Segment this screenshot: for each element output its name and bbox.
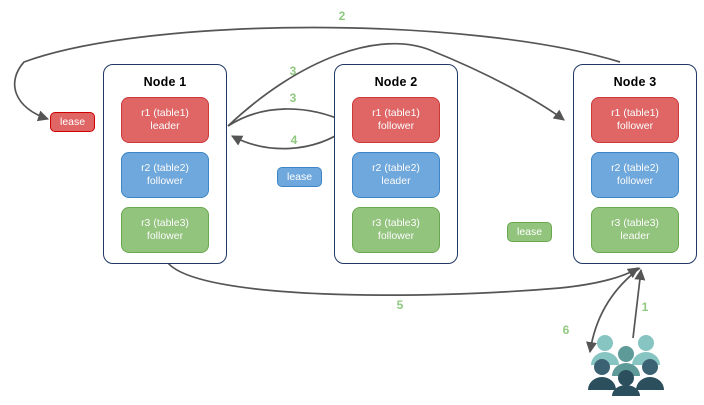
replica-role: follower	[146, 230, 184, 242]
replica-name: r3 (table3)	[611, 217, 659, 229]
edge-label-1: 1	[641, 300, 649, 314]
edge-3-node1-to-node2	[227, 108, 348, 127]
node-1-replica-r3[interactable]: r3 (table3) follower	[121, 207, 209, 253]
node-3-replica-r1[interactable]: r1 (table1) follower	[591, 97, 679, 143]
lease-label: lease	[287, 171, 313, 183]
edge-1-client-to-node3	[632, 268, 646, 339]
node-1-title: Node 1	[143, 75, 187, 89]
lease-label: lease	[517, 226, 543, 238]
user-figure-front-left	[588, 359, 616, 390]
replica-role: leader	[620, 230, 650, 242]
users-icon	[588, 335, 664, 396]
replica-name: r3 (table3)	[141, 217, 189, 229]
edge-label-3-node3: 3	[289, 64, 297, 78]
lease-badge-range2[interactable]: lease	[277, 167, 323, 187]
replica-role: follower	[616, 120, 654, 132]
edge-label-5: 5	[396, 298, 404, 312]
edge-5-node1-to-node3	[167, 262, 639, 296]
user-figure-front-right	[636, 359, 664, 390]
node-3-replica-r2[interactable]: r2 (table2) follower	[591, 152, 679, 198]
lease-badge-range3[interactable]: lease	[507, 222, 553, 242]
node-2-replica-r2[interactable]: r2 (table2) leader	[352, 152, 440, 198]
user-figure-back-center	[612, 346, 640, 376]
user-figure-front-center	[612, 370, 640, 396]
replica-role: leader	[150, 120, 180, 132]
replica-name: r2 (table2)	[611, 162, 659, 174]
replica-role: follower	[377, 120, 415, 132]
replica-name: r2 (table2)	[372, 162, 420, 174]
replica-name: r2 (table2)	[141, 162, 189, 174]
replica-name: r3 (table3)	[372, 217, 420, 229]
replica-name: r1 (table1)	[372, 107, 420, 119]
edge-label-2: 2	[338, 9, 346, 23]
lease-label: lease	[60, 116, 86, 128]
node-3[interactable]: Node 3 r1 (table1) follower r2 (table2) …	[573, 64, 697, 264]
replica-role: leader	[381, 175, 411, 187]
edge-label-4: 4	[290, 133, 298, 147]
node-1-replica-r1[interactable]: r1 (table1) leader	[121, 97, 209, 143]
replica-role: follower	[146, 175, 184, 187]
node-3-title: Node 3	[613, 75, 657, 89]
node-1[interactable]: Node 1 r1 (table1) leader r2 (table2) fo…	[103, 64, 227, 264]
node-2-replica-r3[interactable]: r3 (table3) follower	[352, 207, 440, 253]
node-2[interactable]: Node 2 r1 (table1) follower r2 (table2) …	[334, 64, 458, 264]
replica-name: r1 (table1)	[611, 107, 659, 119]
replica-role: follower	[616, 175, 654, 187]
replica-name: r1 (table1)	[141, 107, 189, 119]
edge-label-3-node2: 3	[289, 91, 297, 105]
lease-badge-range1[interactable]: lease	[50, 112, 96, 132]
replica-role: follower	[377, 230, 415, 242]
node-3-replica-r3[interactable]: r3 (table3) leader	[591, 207, 679, 253]
node-2-replica-r1[interactable]: r1 (table1) follower	[352, 97, 440, 143]
node-2-title: Node 2	[374, 75, 418, 89]
edge-label-6: 6	[562, 323, 570, 337]
node-1-replica-r2[interactable]: r2 (table2) follower	[121, 152, 209, 198]
